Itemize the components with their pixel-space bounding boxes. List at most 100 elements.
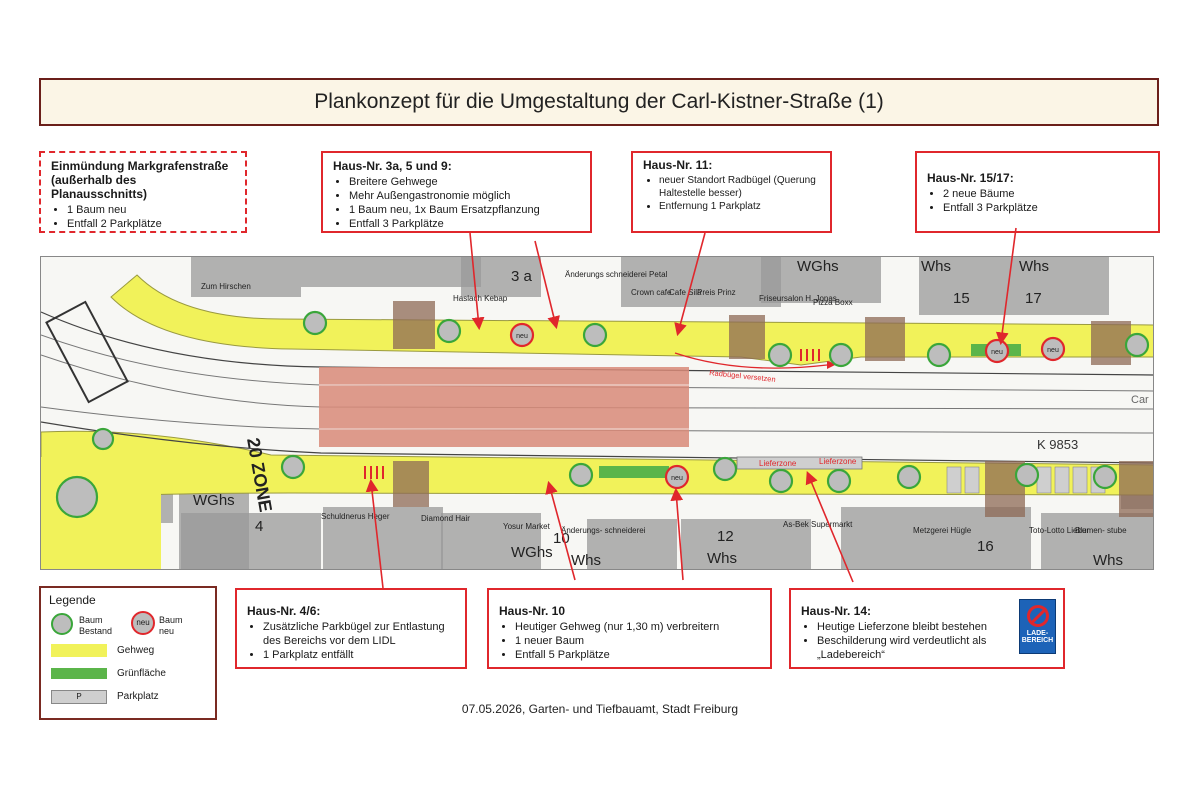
legend-parkplatz-swatch: P xyxy=(51,690,107,704)
building-label-north: Pizza Boxx xyxy=(813,298,853,307)
building-label-north: WGhs xyxy=(797,258,839,275)
lieferzone-label: Lieferzone xyxy=(759,459,797,468)
building-label-south: Metzgerei Hügle xyxy=(913,526,972,535)
building-label-north: Whs xyxy=(1019,258,1049,275)
building-label-south: 10 xyxy=(553,530,570,547)
building-label-south: WGhs xyxy=(193,492,235,509)
building-label-south: 16 xyxy=(977,538,994,555)
legend-baum-bestand-icon xyxy=(51,613,73,635)
tree-existing-icon xyxy=(926,342,952,368)
building xyxy=(1041,513,1153,569)
tree-pit xyxy=(865,317,905,361)
tree-existing-icon xyxy=(712,456,738,482)
road-lane-line xyxy=(41,406,1153,434)
tree-existing-icon xyxy=(1092,464,1118,490)
tree-existing-icon xyxy=(768,468,794,494)
note-heading: Haus-Nr. 14: xyxy=(801,604,872,618)
legend-baum-bestand-label: Baum Bestand xyxy=(79,615,113,636)
note-item: Entfernung 1 Parkplatz xyxy=(659,200,820,213)
tree-existing-icon xyxy=(896,464,922,490)
building-label-south: Blumen- stube xyxy=(1075,526,1127,535)
tree-existing-icon xyxy=(1014,462,1040,488)
building-label-south: As-Bek Supermarkt xyxy=(783,520,853,529)
building-label-south: 4 xyxy=(255,518,263,535)
note-list: neuer Standort Radbügel (Querung Haltest… xyxy=(643,174,820,213)
note-item: 1 neuer Baum xyxy=(515,634,760,648)
legend-baum-neu-label: Baum neu xyxy=(159,615,183,636)
corner-gehweg xyxy=(41,457,161,569)
building-label-south: Whs xyxy=(1093,552,1123,569)
note-heading: Haus-Nr. 10 xyxy=(499,604,566,618)
tree-pit xyxy=(729,315,765,359)
radbuegel-north xyxy=(800,349,820,361)
note-subheading: (außerhalb des Planausschnitts) xyxy=(51,173,148,201)
legend-parkplatz-label: Parkplatz xyxy=(117,691,159,702)
note-item: Entfall 3 Parkplätze xyxy=(943,201,1148,215)
note-list: Heutiger Gehweg (nur 1,30 m) verbreitern… xyxy=(499,620,760,662)
tree-existing-icon xyxy=(1124,332,1150,358)
building-label-south: Whs xyxy=(707,550,737,567)
note-markgrafenstrasse: Einmündung Markgrafenstraße (außerhalb d… xyxy=(39,151,247,233)
building xyxy=(681,519,811,569)
note-heading: Einmündung Markgrafenstraße xyxy=(51,159,229,173)
building xyxy=(587,519,677,569)
radbuegel-arrow xyxy=(674,352,828,369)
tree-existing-icon xyxy=(91,427,115,451)
note-item: Entfall 2 Parkplätze xyxy=(67,217,235,231)
tree-existing-icon xyxy=(568,462,594,488)
tree-existing-icon xyxy=(55,475,99,519)
note-item: Entfall 5 Parkplätze xyxy=(515,648,760,662)
building-label-north: Whs xyxy=(921,258,951,275)
south-buildings: 2 aKioskHirsch ApothekeWGhsLidl4Schuldne… xyxy=(111,466,1153,569)
page-title: Plankonzept für die Umgestaltung der Car… xyxy=(39,78,1159,126)
note-list: Breitere Gehwege Mehr Außengastronomie m… xyxy=(333,175,580,231)
no-parking-icon xyxy=(1026,605,1049,627)
ladebereich-sign: LADE- BEREICH xyxy=(1019,599,1056,654)
building-label-south: 12 xyxy=(717,528,734,545)
building-label-south: Änderungs- schneiderei xyxy=(561,526,646,535)
radbuegel-arrowhead xyxy=(827,361,837,369)
note-item: neuer Standort Radbügel (Querung Haltest… xyxy=(659,174,820,200)
building-label-north: Crown cafe xyxy=(631,288,672,297)
note-item: Zusätzliche Parkbügel zur Entlastung des… xyxy=(263,620,455,648)
street-name-fragment: Car xyxy=(1131,394,1149,406)
tree-existing-icon xyxy=(302,310,328,336)
building xyxy=(441,513,541,569)
tree-existing-icon xyxy=(828,342,854,368)
tree-existing-icon xyxy=(582,322,608,348)
building xyxy=(621,257,781,307)
note-item: 1 Baum neu, 1x Baum Ersatzpflanzung xyxy=(349,203,580,217)
legend-p-text: P xyxy=(76,692,82,701)
crossing-outline xyxy=(45,300,129,404)
tree-new-label: neu xyxy=(516,333,528,340)
building-label-north: Preis Prinz xyxy=(697,288,736,297)
tree-new-label: neu xyxy=(671,475,683,482)
building-label-south: Schuldnerus Heger xyxy=(321,512,390,521)
legend-title: Legende xyxy=(49,593,96,607)
building-label-north: Friseursalon H. Jonas xyxy=(759,294,837,303)
lieferzone-label: Lieferzone xyxy=(819,457,857,466)
building-label-north: 17 xyxy=(1025,290,1042,307)
tree-new-label: neu xyxy=(1047,347,1059,354)
building-label-south: Toto-Lotto Lieber xyxy=(1029,526,1089,535)
building-label-south: Diamond Hair xyxy=(421,514,470,523)
tree-existing-icon xyxy=(280,454,306,480)
note-list: Zusätzliche Parkbügel zur Entlastung des… xyxy=(247,620,455,662)
legend-neu-text: neu xyxy=(136,618,150,627)
building xyxy=(191,257,301,297)
sign-text-line2: BEREICH xyxy=(1021,637,1054,644)
legend-gruenflaeche-label: Grünfläche xyxy=(117,668,166,679)
note-item: Heutige Lieferzone bleibt bestehen xyxy=(817,620,1003,634)
lieferzone-area xyxy=(736,456,863,470)
tree-existing-icon xyxy=(826,468,852,494)
building-label-north: Haslach Kebap xyxy=(453,294,508,303)
legend-gruenflaeche-swatch xyxy=(51,668,107,679)
note-list: 2 neue Bäume Entfall 3 Parkplätze xyxy=(927,187,1148,215)
note-item: Mehr Außengastronomie möglich xyxy=(349,189,580,203)
road-edge-south xyxy=(41,421,1153,464)
building xyxy=(301,257,481,287)
road-lane-line xyxy=(41,354,1153,410)
building xyxy=(761,257,881,303)
legend-gehweg-label: Gehweg xyxy=(117,645,155,656)
